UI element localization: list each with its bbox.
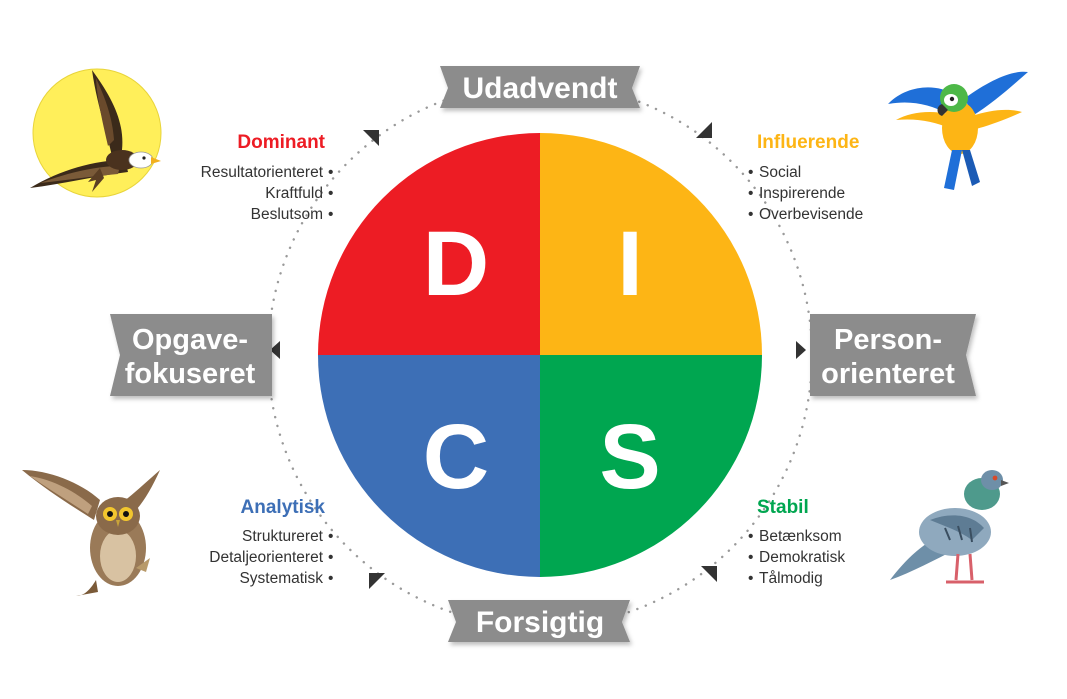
quadrant-d [318,133,540,355]
quadrant-s [540,355,762,577]
svg-text:•: • [748,549,753,566]
title-influerende: Influerende [757,132,859,153]
trait-dominant-2: Kraftfuld [265,185,323,202]
trait-influerende-2: Inspirerende [759,185,845,202]
svg-text:•: • [328,206,333,223]
letter-s: S [599,406,660,508]
arrow-icons [270,122,806,589]
svg-text:•: • [328,185,333,202]
trait-stabil-3: Tålmodig [759,570,823,587]
disc-circle [318,133,762,577]
trait-influerende-3: Overbevisende [759,206,863,223]
arrow-right-icon [796,341,806,359]
quadrant-i [540,133,762,355]
letter-c: C [423,406,489,508]
arrow-bottom-left-icon [369,573,385,589]
trait-analytisk-3: Systematisk [239,570,323,587]
text-block-analytisk: Analytisk Struktureret Detaljeorienteret… [209,497,333,587]
text-block-influerende: Influerende • • • Social Inspirerende Over… [748,132,863,223]
banner-left-line1: Opgave- [132,324,248,356]
text-block-stabil: Stabil • • • Betænksom Demokratisk Tålmodi… [748,497,845,587]
svg-text:•: • [748,185,753,202]
trait-analytisk-1: Struktureret [242,528,324,545]
text-block-dominant: Dominant Resultatorienteret Kraftfuld Be… [201,132,334,223]
banner-left: Opgave- fokuseret [110,314,272,396]
svg-text:•: • [328,549,333,566]
banner-bottom: Forsigtig [448,600,630,642]
arrow-left-icon [270,341,280,359]
svg-text:•: • [328,164,333,181]
banner-left-line2: fokuseret [125,358,256,390]
trait-analytisk-2: Detaljeorienteret [209,549,323,566]
svg-text:•: • [748,164,753,181]
banner-right-line1: Person- [834,324,942,356]
arrow-top-right-icon [696,122,712,138]
title-dominant: Dominant [237,132,325,153]
banner-top-label: Udadvendt [462,72,617,105]
banner-top: Udadvendt [440,66,640,108]
banner-right-line2: orienteret [821,358,955,390]
trait-influerende-1: Social [759,164,801,181]
svg-text:•: • [328,528,333,545]
pigeon-icon [890,470,1009,584]
letter-d: D [423,213,489,315]
svg-text:•: • [748,206,753,223]
arrow-bottom-right-icon [701,566,717,582]
svg-text:•: • [748,570,753,587]
svg-text:•: • [328,570,333,587]
trait-dominant-3: Beslutsom [251,206,323,223]
svg-text:•: • [748,528,753,545]
title-stabil: Stabil [757,497,809,518]
letter-i: I [617,213,643,315]
trait-stabil-1: Betænksom [759,528,842,545]
trait-dominant-1: Resultatorienteret [201,164,324,181]
eagle-icon [30,68,162,198]
title-analytisk: Analytisk [241,497,326,518]
banner-bottom-label: Forsigtig [476,606,604,639]
banner-right: Person- orienteret [810,314,976,396]
owl-icon [22,470,160,596]
parrot-icon [888,71,1028,190]
quadrant-c [318,355,540,577]
trait-stabil-2: Demokratisk [759,549,845,566]
arrow-top-left-icon [363,130,379,146]
